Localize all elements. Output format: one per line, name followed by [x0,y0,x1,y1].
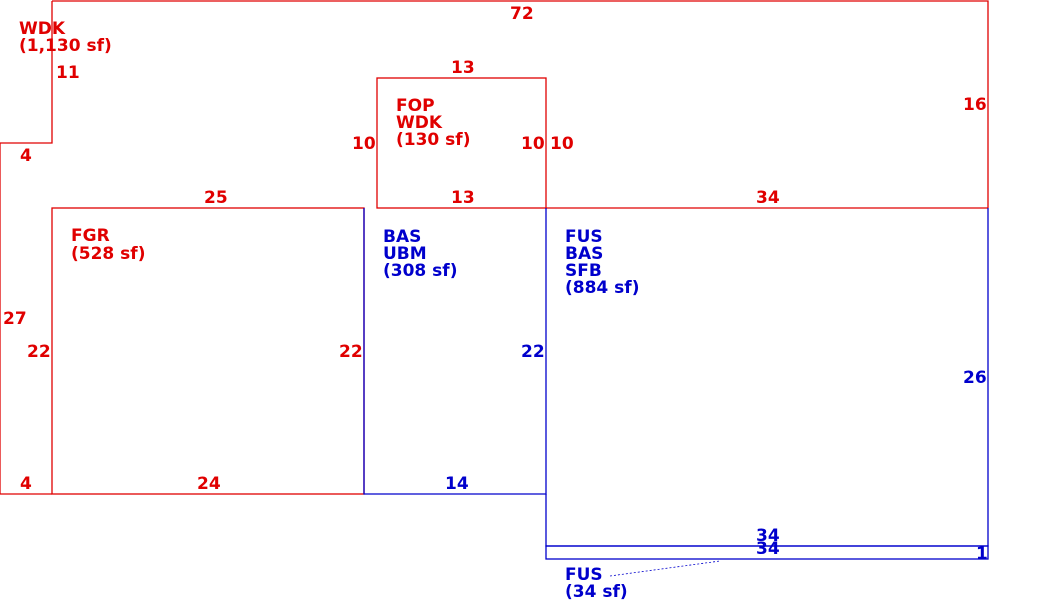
dim-ubm-bottom: 14 [445,474,469,494]
fgr-size-label: (528 sf) [71,244,145,264]
fus-small-outline [545,545,989,560]
ubm-size-label: (308 sf) [383,261,457,281]
dim-fop-right-inner: 10 [521,134,545,154]
sfb-size-label: (884 sf) [565,278,639,298]
dim-fgr-left: 22 [27,342,51,362]
dim-fop-left: 10 [352,134,376,154]
dim-wdk-step: 4 [20,146,32,166]
ubm-label-2: UBM [383,244,427,264]
fop-outline [376,77,547,209]
sfb-label-3: SFB [565,261,602,281]
dim-wdk-left-upper: 11 [56,63,80,83]
dim-sfb-top: 34 [756,188,780,208]
fus-small-size-label: (34 sf) [565,582,628,602]
fus-leader-line [609,560,721,577]
dim-ubm-right: 22 [521,342,545,362]
wdk-name-label: WDK [19,19,66,39]
fop-size-label: (130 sf) [396,130,470,150]
sfb-label-1: FUS [565,227,603,247]
fop-label-2: WDK [396,113,443,133]
dim-left-bottom: 4 [20,474,32,494]
dim-wdk-top: 72 [510,4,534,24]
dim-fus-small-bottom: 34 [756,539,780,559]
dim-fgr-top: 25 [204,188,228,208]
fgr-name-label: FGR [71,226,110,246]
dim-fop-top: 13 [451,58,475,78]
wdk-outline [0,0,989,495]
dim-left-outer: 27 [3,309,27,329]
ubm-outline [363,208,547,495]
dim-fgr-right: 22 [339,342,363,362]
dim-fus-small-right: 1 [976,544,988,564]
fop-label-1: FOP [396,96,435,116]
dim-sfb-bottom: 34 [756,526,780,546]
sfb-label-2: BAS [565,244,603,264]
sfb-outline [545,208,989,547]
ubm-label-1: BAS [383,227,421,247]
dim-fop-right-outer: 10 [550,134,574,154]
wdk-size-label: (1,130 sf) [19,36,112,56]
dim-sfb-right: 26 [963,368,987,388]
fus-small-name-label: FUS [565,565,603,585]
dim-wdk-right: 16 [963,95,987,115]
dim-fop-bottom: 13 [451,188,475,208]
dim-fgr-bottom: 24 [197,474,221,494]
